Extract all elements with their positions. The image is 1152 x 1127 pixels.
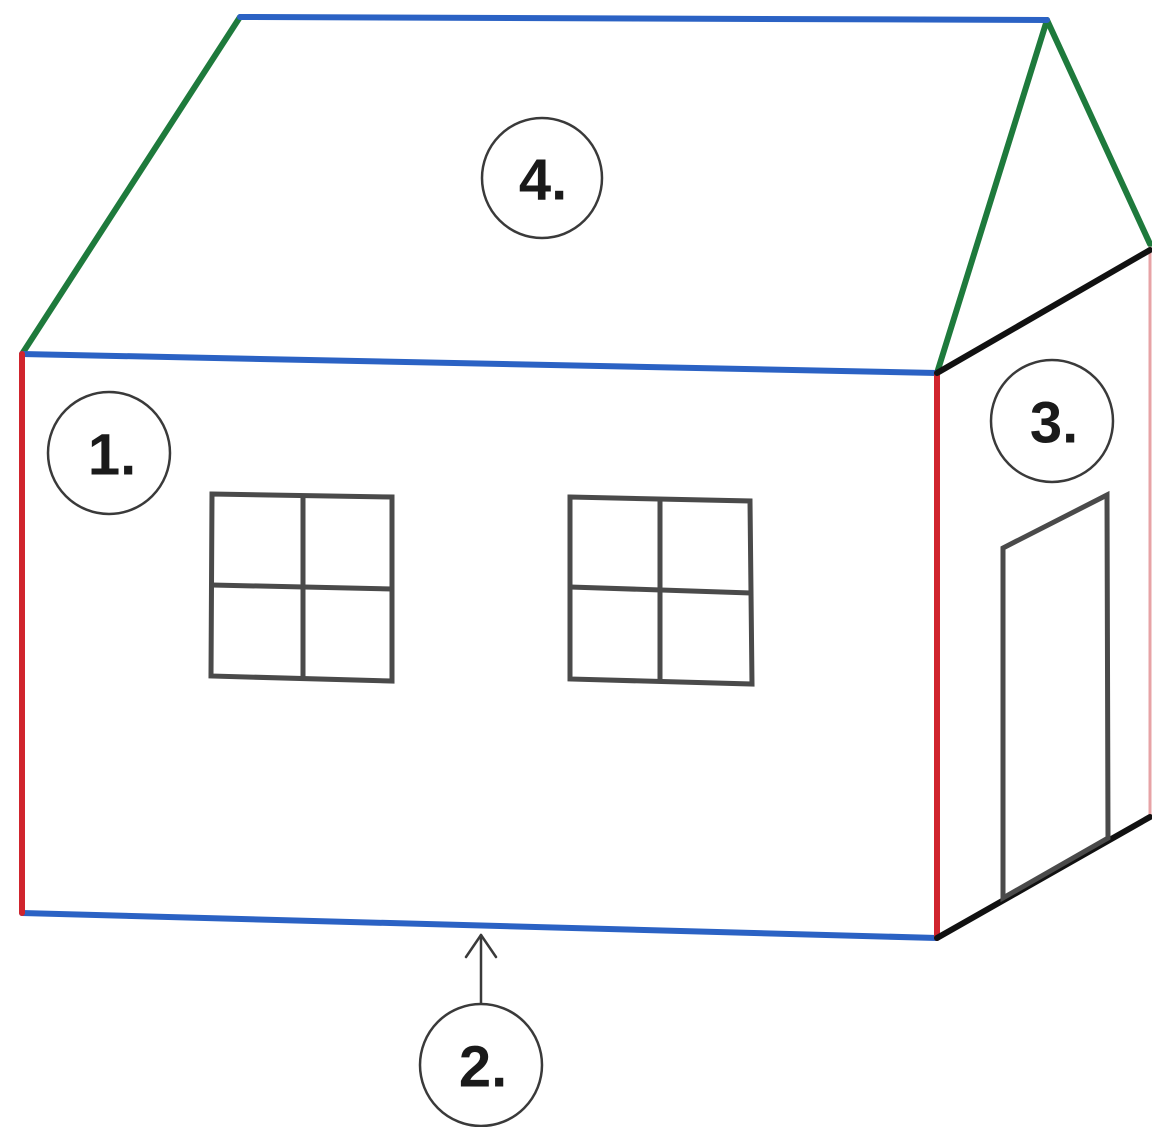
- base-line: [19, 910, 940, 941]
- label-side-wall: 3.: [989, 358, 1115, 484]
- roof-ridge-line: [237, 14, 1050, 23]
- label-base-edge-circle: [418, 1002, 544, 1127]
- label-base-edge: 2.: [418, 1002, 544, 1127]
- base-edge-arrow: [464, 933, 498, 1006]
- side-door: [1000, 490, 1111, 903]
- right-window: [567, 494, 755, 687]
- side-top-edge: [934, 247, 1152, 376]
- label-front-wall-circle: [46, 390, 172, 516]
- right-window-frame: [567, 494, 755, 687]
- left-window-frame: [208, 491, 395, 684]
- label-front-wall: 1.: [46, 390, 172, 516]
- label-front-wall-text: 1.: [88, 423, 136, 488]
- label-roof: 4.: [480, 116, 604, 240]
- label-roof-text: 4.: [519, 148, 567, 213]
- left-window: [208, 491, 395, 684]
- roof-back-gable-slope: [1044, 17, 1152, 247]
- label-base-edge-text: 2.: [459, 1035, 507, 1100]
- label-side-wall-text: 3.: [1030, 391, 1078, 456]
- right-window-transom: [569, 584, 752, 596]
- label-roof-circle: [480, 116, 604, 240]
- roof-left-slope: [19, 14, 243, 357]
- left-window-transom: [211, 582, 393, 592]
- label-side-wall-circle: [989, 358, 1115, 484]
- roof-front-gable-slope: [934, 17, 1050, 376]
- arrow-head: [464, 933, 498, 959]
- eave-line: [19, 351, 940, 376]
